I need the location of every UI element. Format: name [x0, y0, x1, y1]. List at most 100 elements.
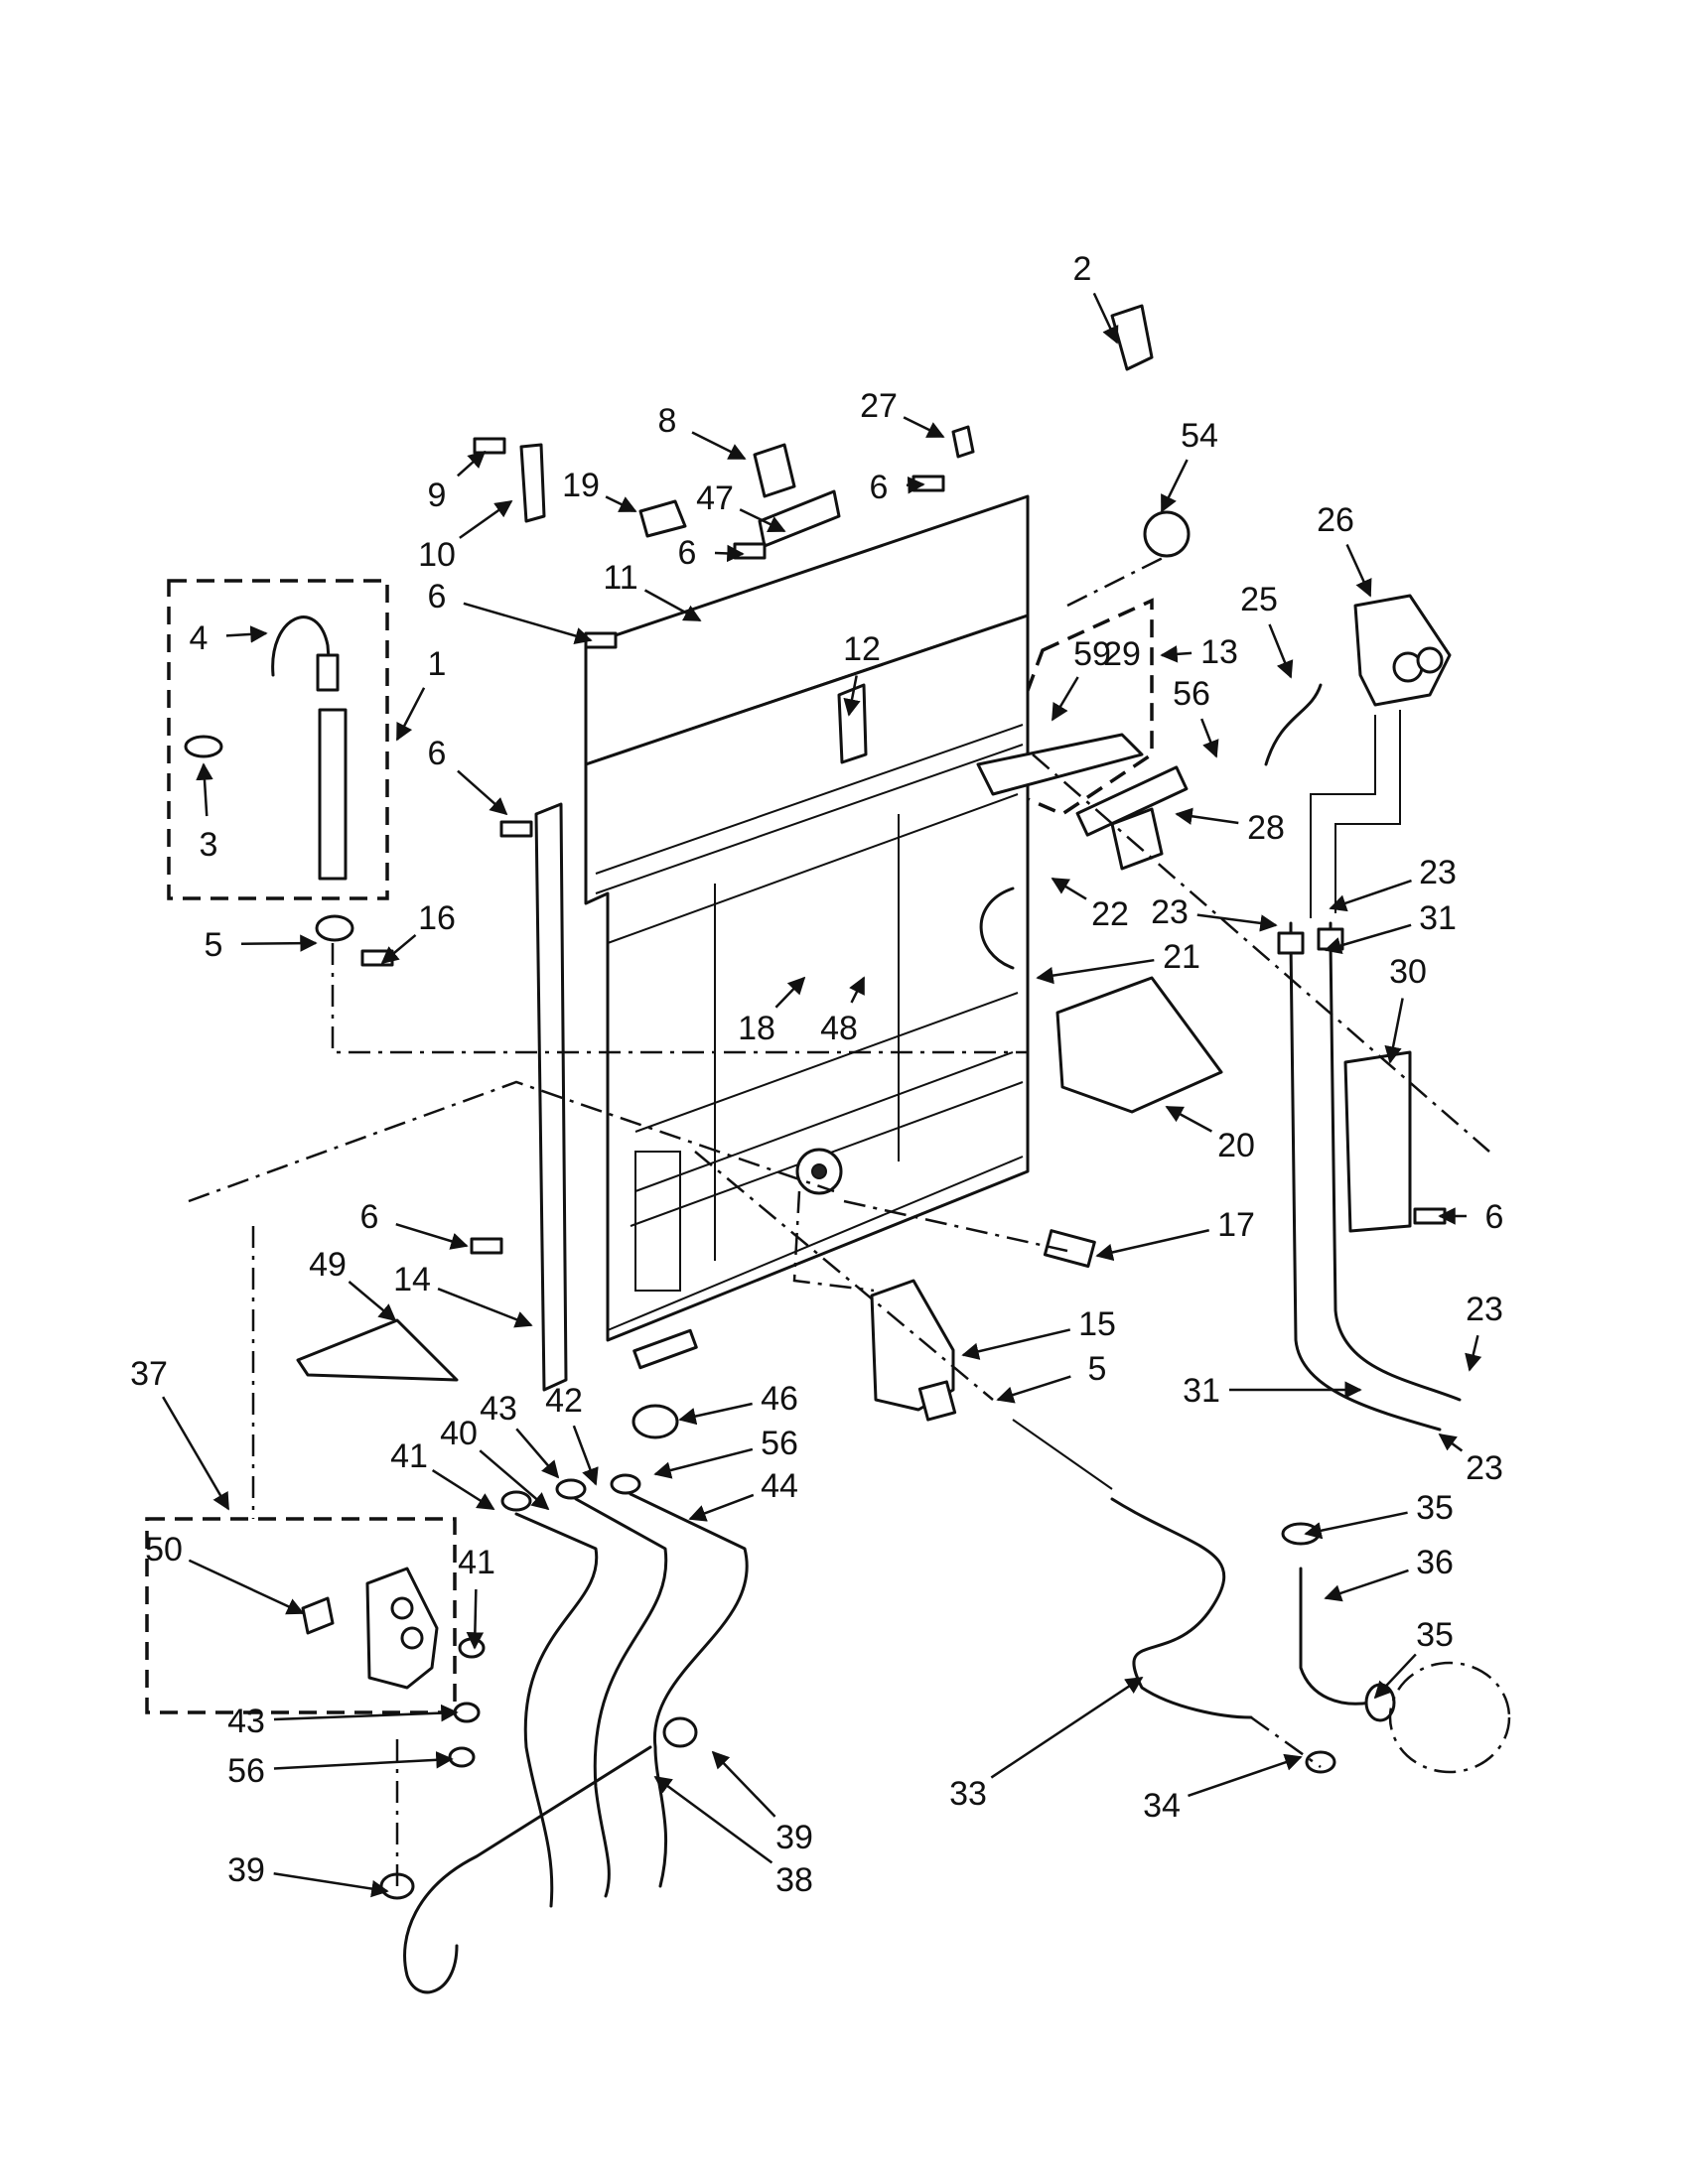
leader-line-l50 — [188, 1559, 305, 1615]
leader-line-l54 — [1160, 459, 1189, 513]
callout-label-l10: 10 — [418, 536, 456, 574]
leader-line-l39b — [273, 1872, 389, 1898]
callout-label-l15: 15 — [1078, 1305, 1116, 1343]
leader-line-l30 — [1384, 998, 1404, 1064]
leader-line-l28 — [1175, 807, 1239, 825]
callout-label-l48: 48 — [820, 1010, 858, 1047]
leader-line-l26 — [1345, 543, 1372, 598]
leader-line-l9 — [457, 450, 487, 478]
leader-line-l35a — [1304, 1511, 1408, 1540]
leader-line-l23b — [1196, 913, 1278, 932]
callout-label-l20: 20 — [1217, 1127, 1255, 1164]
leader-line-l43b — [273, 1704, 459, 1722]
leader-line-l36 — [1324, 1569, 1409, 1602]
callout-label-l59: 59 — [1073, 635, 1111, 673]
callout-label-l31a: 31 — [1419, 899, 1457, 937]
callout-label-l27: 27 — [860, 387, 898, 425]
callout-label-l4: 4 — [190, 619, 209, 657]
leader-line-l11 — [643, 589, 702, 622]
callout-label-l1: 1 — [428, 645, 447, 683]
drain-elbow-36 — [1281, 1522, 1511, 1774]
leader-line-l5b — [996, 1375, 1071, 1404]
callout-label-l9: 9 — [428, 477, 447, 514]
bracket-17 — [1043, 1229, 1096, 1269]
callout-label-l40: 40 — [440, 1415, 478, 1452]
callout-label-l18: 18 — [738, 1010, 775, 1047]
leader-line-l25 — [1268, 623, 1294, 679]
callout-label-l42: 42 — [545, 1382, 583, 1420]
gasket-46 — [632, 1404, 679, 1439]
callout-label-l5b: 5 — [1088, 1350, 1107, 1388]
callout-label-l26: 26 — [1317, 501, 1354, 539]
callout-label-l43a: 43 — [480, 1390, 517, 1428]
callout-label-l6d: 6 — [428, 735, 447, 772]
callout-label-l5a: 5 — [205, 926, 223, 964]
leader-line-l20 — [1165, 1105, 1212, 1133]
callout-label-l23c: 23 — [1466, 1291, 1503, 1328]
callout-label-l41a: 41 — [390, 1437, 428, 1475]
leader-line-l34 — [1188, 1753, 1303, 1798]
callout-label-l6f: 6 — [360, 1198, 379, 1236]
callout-label-l33: 33 — [949, 1775, 987, 1813]
callout-label-l19: 19 — [562, 467, 600, 504]
kit-box-1 — [167, 579, 389, 900]
callout-label-l16: 16 — [418, 899, 456, 937]
leader-line-l6a — [906, 476, 925, 494]
leader-line-l37 — [162, 1396, 230, 1511]
drain-hose-33 — [1110, 1497, 1253, 1719]
rear-panel — [584, 494, 1030, 1370]
callout-label-l39b: 39 — [227, 1851, 265, 1889]
leader-line-l23d — [1438, 1433, 1464, 1452]
leader-line-l33 — [990, 1676, 1144, 1779]
callout-label-l37: 37 — [130, 1355, 168, 1393]
callout-label-l12: 12 — [843, 630, 881, 668]
callout-label-l44: 44 — [761, 1467, 798, 1505]
leader-line-l42 — [572, 1425, 599, 1486]
leader-line-l18 — [774, 976, 806, 1009]
callout-label-l22: 22 — [1091, 895, 1129, 933]
callout-label-l43b: 43 — [227, 1703, 265, 1740]
leader-line-l3 — [196, 762, 213, 817]
leader-line-l56c — [273, 1751, 454, 1770]
leader-line-l22 — [1051, 877, 1087, 900]
bracket-20 — [1055, 976, 1223, 1114]
callout-label-l35b: 35 — [1416, 1616, 1454, 1654]
leader-line-l12 — [843, 675, 861, 717]
callout-label-l8: 8 — [658, 402, 677, 440]
callout-label-l31b: 31 — [1183, 1372, 1220, 1410]
leader-line-l14 — [437, 1288, 533, 1328]
bracket-28 — [1110, 807, 1164, 871]
leader-line-l43a — [515, 1428, 560, 1479]
callout-label-l11: 11 — [603, 559, 637, 597]
leader-line-l21 — [1036, 958, 1155, 985]
callout-label-l49: 49 — [309, 1246, 347, 1284]
callout-label-l6e: 6 — [1485, 1198, 1504, 1236]
leader-line-l39a — [711, 1750, 776, 1818]
leader-line-l5a — [240, 934, 318, 952]
callout-label-l56c: 56 — [227, 1752, 265, 1790]
leader-line-l13 — [1160, 645, 1193, 663]
leader-line-l17 — [1095, 1229, 1209, 1262]
callout-label-l23a: 23 — [1419, 854, 1457, 891]
valve-assembly-37 — [301, 1567, 439, 1690]
cover-30 — [1343, 1050, 1412, 1233]
callout-label-l17: 17 — [1217, 1206, 1255, 1244]
callout-label-l56a: 56 — [1173, 675, 1210, 713]
leader-line-l8 — [691, 431, 747, 461]
callout-label-l13: 13 — [1200, 633, 1238, 671]
leader-line-l4 — [225, 625, 268, 643]
callout-label-l14: 14 — [393, 1261, 431, 1298]
callout-label-l6c: 6 — [428, 578, 447, 615]
leader-line-l27 — [903, 416, 945, 439]
leader-line-l10 — [459, 499, 513, 539]
leader-line-l38 — [653, 1775, 773, 1864]
callout-label-l34: 34 — [1143, 1787, 1181, 1825]
leader-line-l49 — [348, 1281, 397, 1322]
callout-label-l56b: 56 — [761, 1425, 798, 1462]
leader-line-l6f — [395, 1223, 469, 1250]
leader-line-l47 — [739, 508, 786, 533]
callout-label-l29: 29 — [1103, 635, 1141, 673]
callout-label-l36: 36 — [1416, 1544, 1454, 1581]
